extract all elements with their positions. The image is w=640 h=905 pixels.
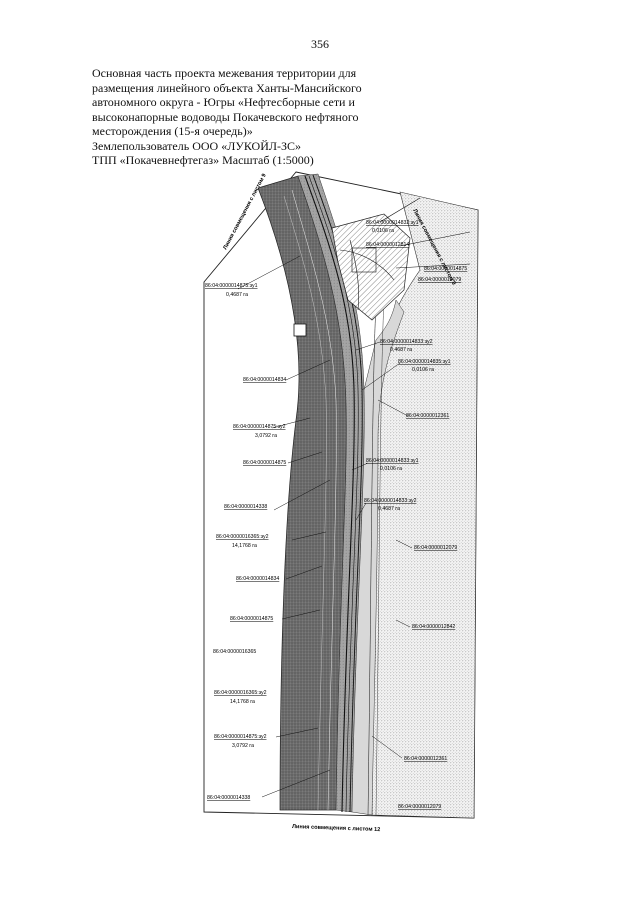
parcel-id: 86:04:0000016365 [213,649,256,655]
parcel-id: 86:04:0000014832:зу1 [366,220,419,226]
header-line: автономного округа - Югры «Нефтесборные … [92,95,355,109]
parcel-area: 0,0106 га [372,228,394,234]
right-corridor-strip [351,299,405,816]
header-line: ТПП «Покачевнефтегаз» Масштаб (1:5000) [92,153,314,167]
header-line: Основная часть проекта межевания террито… [92,66,357,80]
parcel-id: 86:04:0000012814 [366,242,409,248]
parcel-area: 0,4687 га [378,506,400,512]
parcel-id: 86:04:0000014875 [243,460,286,466]
header-line: высоконапорные водоводы Покачевского неф… [92,109,359,124]
leader-lines [237,255,413,798]
parcel-id: 86:04:0000014338 [207,795,250,801]
parcel-id: 86:04:0000012079 [398,804,441,810]
parcel-id: 86:04:0000014833:зу2 [380,339,433,345]
parcel-area: 0,0106 га [412,367,434,373]
parcel-id: 86:04:0000014875 [424,266,467,272]
parcel-id: 86:04:0000014833:зу2 [364,498,417,504]
parcel-id: 86:04:0000014833:зу1 [366,458,419,464]
marker-square [293,323,307,337]
parcel-area: 3,0792 га [255,433,277,439]
header-line: размещения линейного объекта Ханты-Манси… [92,80,362,95]
header-line: месторождения (15-я очередь)» [92,124,253,138]
parcel-id: 86:04:0000012079 [414,545,457,551]
parcel-id: 86:04:0000014338 [224,504,267,510]
parcel-id: 86:04:0000014875:зу1 [205,283,258,289]
parcel-id: 86:04:0000014834 [243,377,286,383]
page-number: 356 [311,37,329,51]
parcel-id: 86:04:0000014875:зу2 [233,424,286,430]
parcel-id: 86:04:0000012079 [418,277,461,283]
junction-lines [339,197,471,311]
parcel-area: 14,1768 га [230,699,255,705]
parcel-area: 14,1768 га [232,543,257,549]
parcel-area: 0,0106 га [380,466,402,472]
parcel-area: 0,4687 га [226,292,248,298]
parcel-area: 3,0792 га [232,743,254,749]
parcel-id: 86:04:0000016365:зу2 [214,690,267,696]
match-line-label: Линия совмещения с листом 12 [292,824,380,833]
junction-area [331,213,411,321]
parcel-id: 86:04:0000014875:зу2 [214,734,267,740]
parcel-area: 0,4687 га [390,347,412,353]
document-header: Основная часть проекта межевания террито… [92,66,382,168]
parcel-id: 86:04:0000012842 [412,624,455,630]
parcel-id: 86:04:0000012361 [406,413,449,419]
parcel-id: 86:04:0000014834 [236,576,279,582]
parcel-id: 86:04:0000012361 [404,756,447,762]
parcel-id: 86:04:0000014875 [230,616,273,622]
parcel-id: 86:04:0000016365:зу2 [216,534,269,540]
parcel-id: 86:04:0000014835:зу1 [398,359,451,365]
header-line: Землепользователь ООО «ЛУКОЙЛ-ЗС» [92,138,302,153]
